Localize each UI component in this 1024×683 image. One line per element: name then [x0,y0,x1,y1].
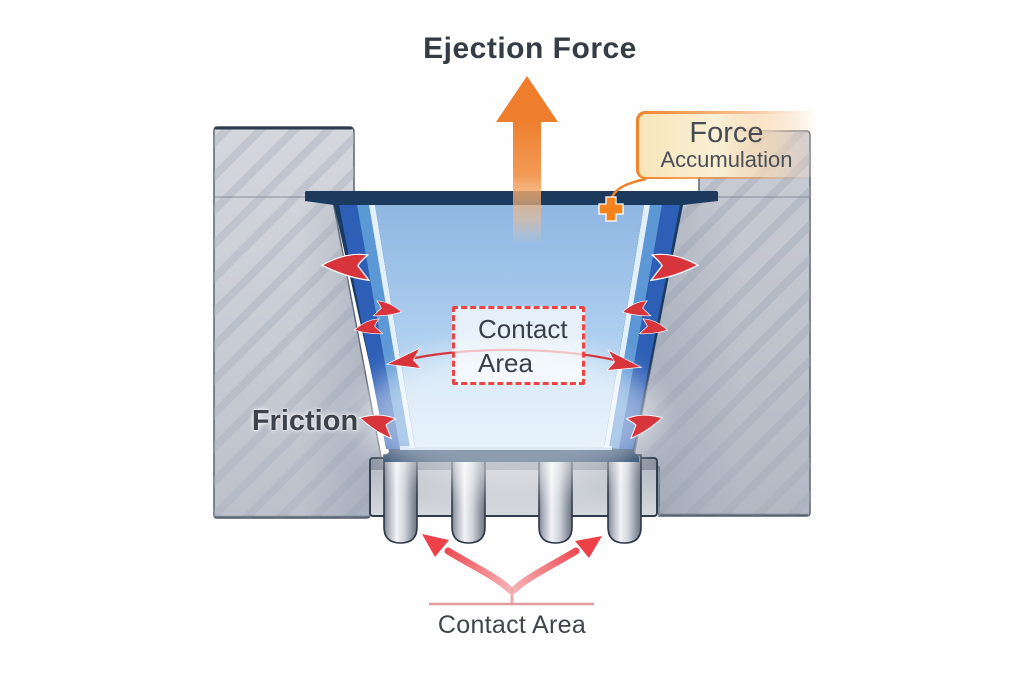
force-accumulation-callout: Force Accumulation [636,111,817,179]
mold-block-right [633,130,811,517]
up-arrow-icon [496,76,558,122]
left-arrowhead-icon [385,347,422,369]
force-accumulation-pointer [598,177,647,222]
ejector-pin [607,454,642,544]
pin-contact-area-label: Contact Area [437,611,587,639]
fan-arrowhead-icon [420,532,451,559]
ejection-force-arrow [496,76,558,244]
diagram-title: Ejection Force [423,32,637,65]
force-accumulation-callout-body: Force Accumulation [638,113,815,177]
mold-block-left [213,126,382,519]
ejector-fan-arrows [420,532,604,606]
friction-label: Friction [251,405,359,437]
ejector-pins [383,454,642,544]
contact-area-callout: Contact Area [452,306,585,385]
right-arrowhead-icon [606,349,643,371]
plus-icon [598,196,624,222]
force-accumulation-line2: Accumulation [660,147,793,172]
part-rim [305,191,718,200]
fan-arrowhead-icon [573,534,604,560]
ejector-pin [383,454,418,544]
contact-area-line1: Contact [478,314,568,344]
contact-area-line2: Area [478,348,533,378]
up-arrow-shaft [513,118,541,244]
force-accumulation-line1: Force [689,117,764,149]
